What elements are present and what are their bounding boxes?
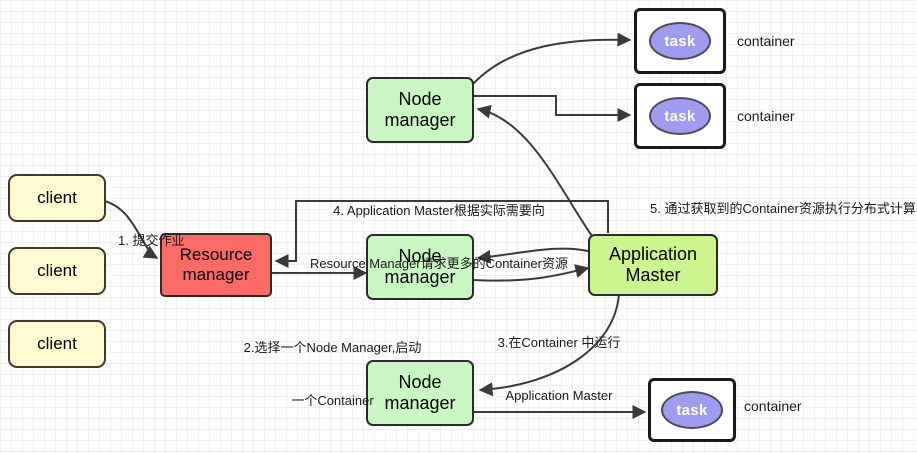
step-label-3-line1: 3.在Container 中运行 bbox=[497, 335, 621, 351]
resource-manager-label-line1: Resource bbox=[179, 245, 253, 265]
client-label: client bbox=[37, 334, 77, 354]
client-box-2[interactable]: client bbox=[8, 247, 106, 295]
step-label-5-line1: 5. 通过获取到的Container资源执行分布式计算 bbox=[650, 201, 916, 217]
client-box-1[interactable]: client bbox=[8, 174, 106, 222]
step-label-1-line1: 1. 提交作业 bbox=[118, 233, 185, 249]
step-label-1: 1. 提交作业 bbox=[118, 197, 184, 285]
client-label: client bbox=[37, 188, 77, 208]
client-box-3[interactable]: client bbox=[8, 320, 106, 368]
application-master-label-line2: Master bbox=[625, 265, 681, 285]
resource-manager-box[interactable]: Resource manager bbox=[160, 233, 272, 297]
task-label: task bbox=[664, 32, 696, 50]
task-label: task bbox=[676, 401, 708, 419]
node-manager-label-line1: Node bbox=[398, 89, 442, 110]
application-master-label-line1: Application bbox=[608, 244, 698, 265]
step-label-2-line1: 2.选择一个Node Manager,启动 bbox=[243, 340, 422, 356]
step-label-2-line2: 一个Container bbox=[291, 392, 374, 408]
node-manager-label-line1: Node bbox=[398, 246, 442, 267]
container-caption-3: container bbox=[744, 398, 802, 414]
step-label-4: 4. Application Master根据实际需要向 Resource Ma… bbox=[292, 167, 586, 307]
step-label-2: 2.选择一个Node Manager,启动 一个Container bbox=[230, 304, 435, 444]
task-ellipse-3[interactable]: task bbox=[661, 391, 723, 429]
resource-manager-label-line2: manager bbox=[182, 265, 250, 284]
node-manager-label-line1: Node bbox=[398, 372, 442, 393]
step-label-4-line2: Resource Manager请求更多的Container资源 bbox=[310, 255, 568, 271]
task-ellipse-1[interactable]: task bbox=[649, 22, 711, 60]
node-manager-box-top[interactable]: Node manager bbox=[366, 77, 474, 143]
node-manager-label-line2: manager bbox=[384, 267, 456, 287]
client-label: client bbox=[37, 261, 77, 281]
application-master-box[interactable]: Application Master bbox=[588, 234, 718, 296]
task-label: task bbox=[664, 107, 696, 125]
task-ellipse-2[interactable]: task bbox=[649, 97, 711, 135]
step-label-5: 5. 通过获取到的Container资源执行分布式计算 bbox=[650, 165, 916, 253]
edge-top-node-manager-to-container-2 bbox=[473, 95, 632, 122]
edge-top-node-manager-to-container-1 bbox=[472, 32, 632, 85]
step-label-4-line1: 4. Application Master根据实际需要向 bbox=[333, 203, 545, 219]
node-manager-box-bottom[interactable]: Node manager bbox=[366, 360, 474, 426]
node-manager-label-line2: manager bbox=[384, 110, 456, 130]
node-manager-label-line2: manager bbox=[384, 393, 456, 413]
node-manager-box-middle[interactable]: Node manager bbox=[366, 234, 474, 300]
container-caption-2: container bbox=[737, 108, 795, 124]
container-caption-1: container bbox=[737, 33, 795, 49]
step-label-3-line2: Application Master bbox=[505, 387, 613, 403]
step-label-3: 3.在Container 中运行 Application Master bbox=[484, 299, 634, 439]
